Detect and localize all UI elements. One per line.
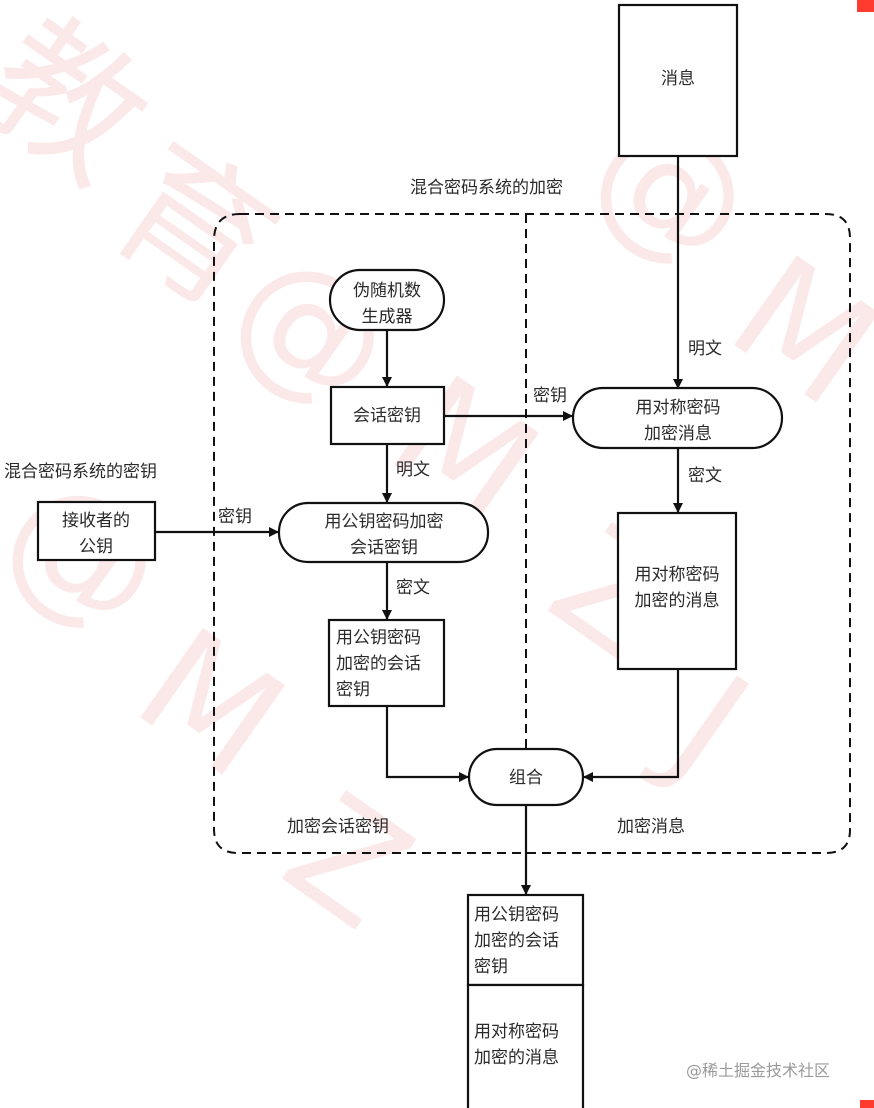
- corner-marker-bottom: [860, 1100, 874, 1108]
- corner-marker: [857, 0, 874, 12]
- region-label-encrypt-session-key: 加密会话密钥: [287, 817, 389, 837]
- encrypted-message-box: [616, 511, 738, 671]
- edge-label-plaintext-left: 明文: [396, 460, 430, 480]
- edge-label-key-right: 密钥: [533, 386, 567, 406]
- output-top-line1: 用公钥密码: [474, 905, 559, 925]
- edge-label-ciphertext-left: 密文: [396, 578, 430, 598]
- receiver-public-key-line1: 接收者的: [62, 511, 130, 531]
- session-key-label: 会话密钥: [353, 406, 421, 426]
- encrypt-session-key-line2: 会话密钥: [350, 538, 418, 558]
- encrypted-message-line2: 加密的消息: [635, 591, 720, 611]
- output-bottom-line2: 加密的消息: [474, 1048, 559, 1068]
- output-bottom-line1: 用对称密码: [474, 1022, 559, 1042]
- encrypted-session-key-line2: 加密的会话: [336, 654, 421, 674]
- encrypt-session-key-node: [277, 501, 490, 564]
- title-hybrid-key: 混合密码系统的密钥: [4, 462, 157, 482]
- title-hybrid-encryption: 混合密码系统的加密: [410, 178, 563, 198]
- edge-encrypted-key-to-combine: [385, 706, 469, 782]
- credit-text: @稀土掘金技术社区: [686, 1061, 830, 1080]
- output-top-line2: 加密的会话: [474, 931, 559, 951]
- prng-label-line1: 伪随机数: [353, 281, 421, 301]
- encrypt-message-line2: 加密消息: [644, 424, 712, 444]
- encrypt-message-line1: 用对称密码: [636, 398, 721, 418]
- encrypt-session-key-line1: 用公钥密码加密: [325, 512, 444, 532]
- edge-label-key-left: 密钥: [218, 507, 252, 527]
- edge-encrypted-message-to-combine: [583, 669, 680, 782]
- encryption-region-boundary: [213, 213, 851, 854]
- prng-label-line2: 生成器: [362, 307, 413, 327]
- output-top-line3: 密钥: [474, 957, 508, 977]
- receiver-public-key-box: [36, 500, 157, 562]
- edge-label-plaintext-right: 明文: [688, 339, 722, 359]
- message-box: [617, 3, 739, 158]
- message-label: 消息: [661, 69, 695, 89]
- encrypted-session-key-line3: 密钥: [336, 680, 370, 700]
- region-label-encrypt-message: 加密消息: [617, 817, 685, 837]
- watermark-char: M: [108, 596, 314, 813]
- encrypted-message-line1: 用对称密码: [635, 565, 720, 585]
- encrypted-session-key-line1: 用公钥密码: [336, 628, 421, 648]
- receiver-public-key-line2: 公钥: [79, 537, 113, 557]
- combine-label: 组合: [509, 768, 543, 788]
- edge-label-ciphertext-right: 密文: [688, 466, 722, 486]
- encrypted-session-key-box: [327, 618, 446, 708]
- output-encrypted-message-box: [466, 983, 585, 1108]
- watermark-char: Z: [256, 762, 440, 963]
- output-encrypted-session-key-box: [466, 893, 585, 987]
